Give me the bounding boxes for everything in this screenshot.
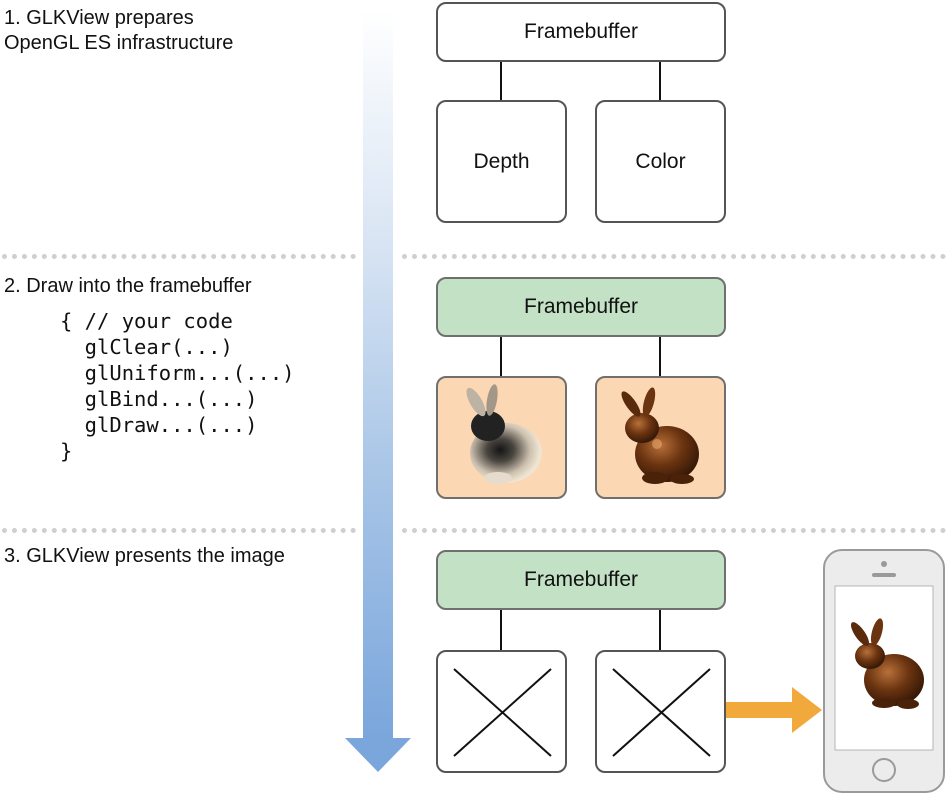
separator-right-2: [402, 528, 946, 533]
discarded-color-box: [595, 650, 726, 773]
right-arrow-icon: [726, 687, 822, 733]
x-mark-icon: [453, 668, 552, 757]
framebuffer-box-1: Framebuffer: [436, 2, 726, 62]
connector: [659, 337, 661, 376]
separator-left-2: [2, 528, 356, 533]
flow-arrow-shaft: [363, 10, 393, 740]
connector: [500, 610, 502, 650]
step-1-text: 1. GLKView prepares OpenGL ES infrastruc…: [4, 7, 234, 54]
down-arrow-icon: [345, 738, 411, 772]
separator-right-1: [402, 254, 946, 259]
discarded-depth-box: [436, 650, 567, 773]
connector: [659, 62, 661, 100]
depth-bunny-image: [466, 384, 542, 484]
connector: [659, 610, 661, 650]
code-line-1: { // your code: [60, 309, 233, 333]
code-line-3: glUniform...(...): [60, 361, 295, 385]
x-mark-icon: [612, 668, 711, 757]
connector: [500, 337, 502, 376]
color-buffer-box: Color: [595, 100, 726, 223]
depth-buffer-box: Depth: [436, 100, 567, 223]
color-buffer-rendered: [595, 376, 726, 499]
step-2-text: 2. Draw into the framebuffer: [4, 275, 252, 297]
depth-buffer-rendered: [436, 376, 567, 499]
color-bunny-image: [621, 387, 699, 484]
step-3-text: 3. GLKView presents the image: [4, 545, 285, 567]
connector: [500, 62, 502, 100]
code-line-2: glClear(...): [60, 335, 233, 359]
phone-icon: [823, 549, 945, 793]
framebuffer-box-3: Framebuffer: [436, 550, 726, 610]
code-line-5: glDraw...(...): [60, 413, 258, 437]
code-line-4: glBind...(...): [60, 387, 258, 411]
framebuffer-box-2: Framebuffer: [436, 277, 726, 337]
code-line-6: }: [60, 439, 73, 463]
separator-left-1: [2, 254, 356, 259]
